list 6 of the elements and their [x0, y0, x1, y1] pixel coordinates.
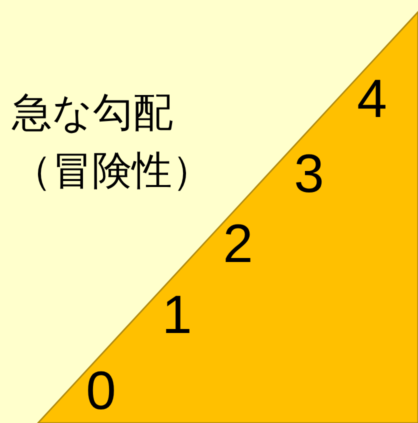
step-number: 2: [222, 217, 254, 271]
step-number: 3: [294, 147, 324, 201]
step-number: 1: [162, 288, 192, 342]
step-number: 0: [86, 364, 116, 418]
slope-heading: 急な勾配（冒険性）: [12, 89, 212, 196]
step-number: 4: [356, 72, 388, 126]
